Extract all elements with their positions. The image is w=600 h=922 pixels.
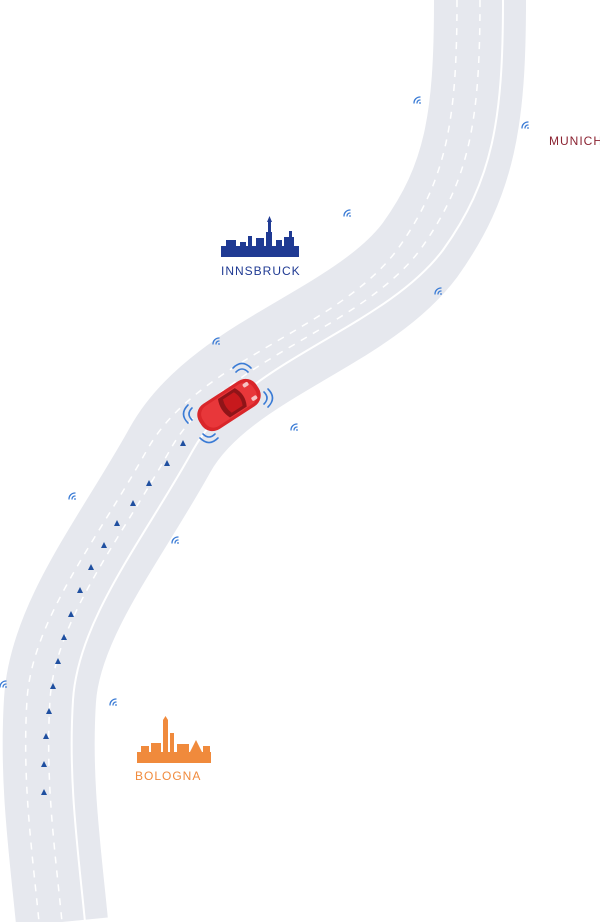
wireless-signal-icon xyxy=(413,96,421,104)
route-marker-icon xyxy=(41,761,47,767)
route-marker-icon xyxy=(114,520,120,526)
wireless-signal-icon xyxy=(434,287,442,295)
wireless-signal-icon xyxy=(290,423,298,431)
route-marker-icon xyxy=(41,789,47,795)
route-markers xyxy=(41,440,186,795)
route-marker-icon xyxy=(146,480,152,486)
munich-label: MUNICH xyxy=(549,134,600,148)
route-marker-icon xyxy=(180,440,186,446)
wireless-signal-icon xyxy=(171,536,179,544)
innsbruck-skyline-icon xyxy=(221,216,299,257)
route-marker-icon xyxy=(77,587,83,593)
wireless-signal-icon xyxy=(212,337,220,345)
wireless-signal-icon xyxy=(0,680,7,688)
route-marker-icon xyxy=(55,658,61,664)
lane-line-center xyxy=(47,0,481,922)
innsbruck-label: INNSBRUCK xyxy=(221,264,301,278)
road-surface xyxy=(2,0,526,922)
wireless-signal-icon xyxy=(68,492,76,500)
route-marker-icon xyxy=(46,708,52,714)
car-sensor-waves xyxy=(182,362,274,444)
lane-line-right xyxy=(70,0,504,922)
car-icon xyxy=(197,378,261,432)
route-marker-icon xyxy=(50,683,56,689)
wireless-signal-icon xyxy=(521,121,529,129)
route-marker-icon xyxy=(101,542,107,548)
lane-line-left xyxy=(24,0,458,922)
highway xyxy=(2,0,526,922)
route-marker-icon xyxy=(130,500,136,506)
route-marker-icon xyxy=(164,460,170,466)
route-marker-icon xyxy=(68,611,74,617)
wireless-signal-icon xyxy=(343,209,351,217)
route-marker-icon xyxy=(43,733,49,739)
route-marker-icon xyxy=(88,564,94,570)
bologna-label: BOLOGNA xyxy=(135,769,201,783)
route-marker-icon xyxy=(61,634,67,640)
bologna-skyline-icon xyxy=(137,716,211,763)
signal-icons xyxy=(0,96,529,706)
wireless-signal-icon xyxy=(109,698,117,706)
